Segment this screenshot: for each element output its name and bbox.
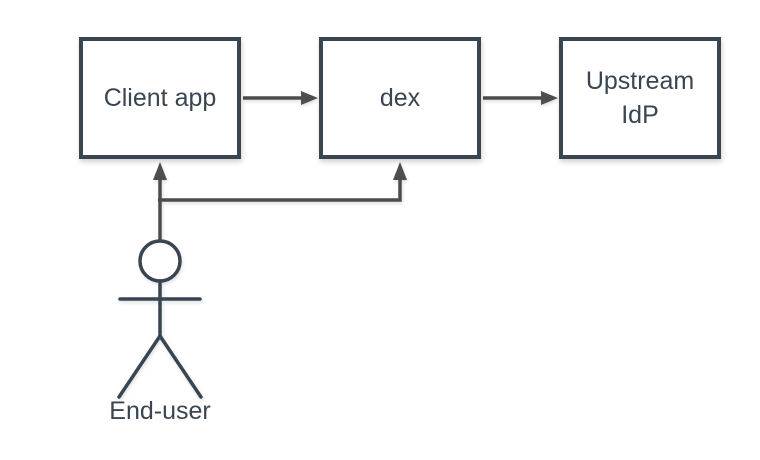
node-dex: dex [319,37,481,159]
actor-left-leg-icon [117,334,162,399]
edge-client-app-to-dex [243,91,318,105]
node-client-app: Client app [79,37,241,159]
arrowhead-right-icon [541,91,558,105]
node-upstream-idp-label: Upstream IdP [585,67,695,129]
actor-right-leg-icon [158,334,203,399]
actor-head-icon [138,239,182,283]
end-user-actor-icon [117,239,203,399]
arrowhead-up-icon [393,162,407,180]
edge-end-user-to-dex [158,162,407,202]
node-upstream-idp: Upstream IdP [559,37,721,159]
edge-dex-to-upstream-idp [483,91,558,105]
arrowhead-up-icon [153,162,167,180]
arrowhead-right-icon [301,91,318,105]
node-dex-label: dex [379,84,421,112]
end-user-label: End-user [109,397,211,425]
edge-end-user-to-client-app [153,162,167,242]
node-client-app-label: Client app [103,84,217,112]
